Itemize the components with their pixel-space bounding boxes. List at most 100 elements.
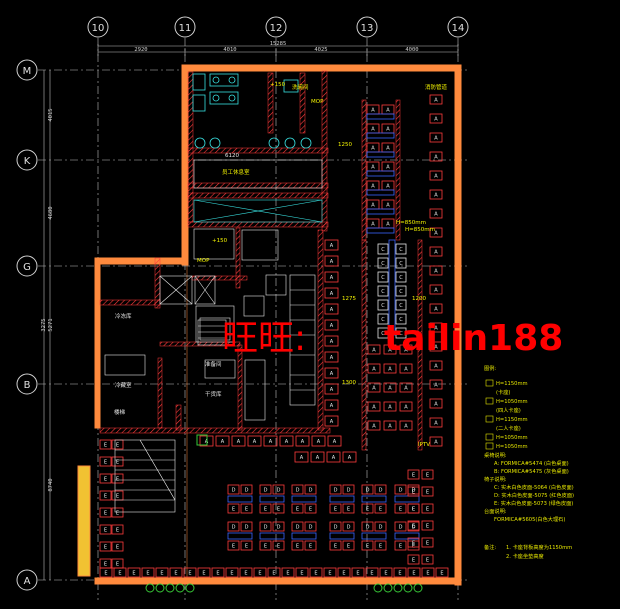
seat-letter: E	[104, 460, 107, 466]
seat-letter: E	[412, 571, 415, 577]
seat-letter: A	[434, 288, 438, 294]
seat-letter: D	[277, 525, 281, 531]
seat-letter: D	[296, 488, 300, 494]
seat-letter: A	[434, 250, 438, 256]
seat	[291, 484, 304, 495]
seat	[329, 484, 342, 495]
elevation-label-a: +150	[212, 238, 228, 244]
seat-letter: E	[264, 544, 267, 550]
seat-letter: C	[381, 317, 385, 323]
seat-letter: E	[334, 507, 337, 513]
seat	[429, 303, 443, 314]
seat	[127, 567, 141, 578]
seat-letter: E	[412, 558, 415, 564]
seat-letter: A	[434, 364, 438, 370]
seat-letter: E	[116, 562, 119, 568]
seat-letter: E	[146, 571, 149, 577]
seat	[395, 285, 407, 297]
seat-letter: D	[379, 488, 383, 494]
seat-letter: E	[412, 544, 415, 550]
legend-title: 图例:	[484, 364, 496, 372]
seat-letter: D	[347, 525, 351, 531]
seat	[351, 567, 365, 578]
seat-letter: E	[300, 571, 303, 577]
elevation-label-b: +150	[270, 82, 286, 88]
seat-letter: E	[132, 571, 135, 577]
dim-top-4: 4000	[405, 47, 418, 53]
seat	[399, 344, 413, 355]
seat	[240, 540, 253, 551]
seat-letter: A	[372, 367, 376, 373]
room-label-prep: 准备间	[205, 360, 222, 368]
seat-letter: A	[404, 386, 408, 392]
seat-letter: E	[258, 571, 261, 577]
seat	[259, 540, 272, 551]
seat	[169, 567, 183, 578]
room-label-mop-lower: MOP	[197, 258, 210, 264]
seat	[324, 255, 339, 267]
dim-left-1: 4015	[48, 108, 54, 121]
seat	[383, 344, 397, 355]
seat	[99, 524, 112, 535]
seat	[395, 257, 407, 269]
seat-letter: A	[434, 307, 438, 313]
table	[366, 208, 395, 215]
seat-letter: A	[372, 386, 376, 392]
seat	[399, 363, 413, 374]
table	[227, 495, 253, 503]
seat	[259, 503, 272, 514]
seat	[407, 503, 420, 514]
seat-letter: A	[330, 403, 334, 409]
seat-letter: D	[264, 525, 268, 531]
seat-letter: E	[412, 524, 415, 530]
seat	[429, 265, 443, 276]
seat	[361, 521, 374, 532]
seat	[227, 484, 240, 495]
seat-letter: C	[399, 331, 403, 337]
seat-letter: E	[309, 507, 312, 513]
seat	[395, 313, 407, 325]
legend-section3-line2: D: 实木白色皮面-5075 (红色皮面)	[494, 491, 574, 499]
table	[291, 495, 317, 503]
seat-letter: C	[399, 261, 403, 267]
dim-top-total: 15285	[270, 41, 287, 47]
seat-letter: A	[371, 165, 375, 171]
seat	[393, 567, 407, 578]
table	[394, 495, 420, 503]
seat-letter: A	[434, 231, 438, 237]
seat	[295, 567, 309, 578]
row-axis-bubbles	[16, 59, 38, 591]
room-label-cold: 冷冻库	[115, 312, 132, 320]
seat-letter: C	[399, 275, 403, 281]
seat	[361, 503, 374, 514]
seat	[99, 439, 112, 450]
table	[366, 170, 395, 177]
legend-section3-line3: E: 实木白色皮面-5073 (绿色皮面)	[494, 499, 573, 507]
seat	[435, 567, 449, 578]
seat-letter: E	[334, 544, 337, 550]
table	[366, 227, 395, 234]
seat	[240, 521, 253, 532]
legend-notes-line1: 1. 卡座背板高度为1150mm	[506, 543, 572, 551]
legend-section3-line1: C: 实木白色皮面-5064 (白色皮面)	[494, 483, 574, 491]
seat-letter: A	[434, 402, 438, 408]
h850-label-b: H=850mm	[405, 227, 435, 233]
room-label-dish: 洗碗间	[292, 83, 309, 91]
seat-letter: A	[386, 184, 390, 190]
seat	[367, 401, 381, 412]
seat	[377, 285, 389, 297]
seat	[304, 503, 317, 514]
seat-letter: A	[330, 259, 334, 265]
seat-letter: E	[104, 494, 107, 500]
seat	[227, 521, 240, 532]
seat	[429, 360, 443, 371]
seat	[399, 420, 413, 431]
seat	[383, 401, 397, 412]
seat-letter: D	[232, 488, 236, 494]
seat-letter: A	[330, 291, 334, 297]
seat	[324, 383, 339, 395]
seat	[379, 567, 393, 578]
column-label-14: 14	[452, 23, 465, 34]
seat-letter: C	[381, 247, 385, 253]
seat	[329, 503, 342, 514]
